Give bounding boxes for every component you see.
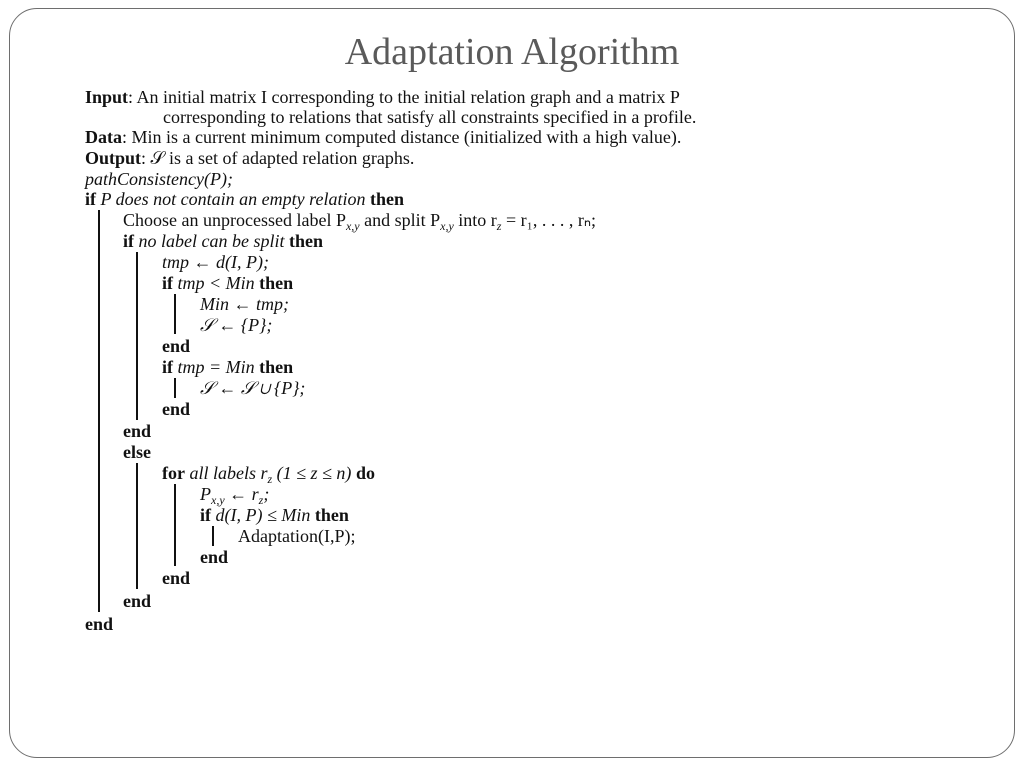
end-line: end (123, 591, 152, 611)
keyword-then: then (259, 273, 294, 293)
output-label: Output (85, 148, 142, 168)
if-distance-line: if d(I, P) ≤ Min then (200, 505, 349, 526)
keyword-if: if (200, 505, 211, 525)
var-text: ; (263, 484, 270, 504)
condition-text: (1 ≤ z ≤ n) (272, 463, 352, 483)
indent-bar (136, 463, 138, 589)
end-line: end (162, 336, 191, 356)
subscript: x,y (211, 493, 225, 507)
input-line-2: corresponding to relations that satisfy … (163, 107, 697, 127)
slide-title: Adaptation Algorithm (344, 31, 680, 73)
adaptation-call-line: Adaptation(I,P); (238, 526, 356, 546)
keyword-then: then (259, 357, 294, 377)
subscript: z (496, 219, 502, 233)
slide-frame (9, 8, 1015, 758)
output-line: Output: 𝒮 is a set of adapted relation g… (85, 148, 414, 169)
choose-text-mid: and split P (359, 210, 441, 230)
condition-text: d(I, P) ≤ Min (215, 505, 311, 525)
condition-text: tmp < Min (177, 273, 255, 293)
var-text: ← r (224, 484, 259, 504)
s-union-line: 𝒮 ← 𝒮 ∪ {P}; (200, 378, 306, 398)
keyword-do: do (355, 463, 375, 483)
if-no-label-line: if no label can be split then (123, 231, 323, 252)
indent-bar (98, 210, 100, 612)
choose-text: Choose an unprocessed label P (123, 210, 346, 230)
choose-text-end: into r (453, 210, 497, 230)
data-line: Data: Min is a current minimum computed … (85, 127, 681, 148)
end-line: end (162, 568, 191, 588)
choose-label-line: Choose an unprocessed label Px,y and spl… (123, 210, 597, 233)
subscript: z (267, 472, 273, 486)
condition-text: P does not contain an empty relation (100, 189, 366, 209)
condition-text: no label can be split (138, 231, 285, 251)
if-less-line: if tmp < Min then (162, 273, 293, 294)
condition-text: tmp = Min (177, 357, 255, 377)
indent-bar (174, 378, 176, 398)
keyword-for: for (162, 463, 185, 483)
min-assign-line: Min ← tmp; (200, 294, 289, 314)
for-line: for all labels rz (1 ≤ z ≤ n) do (162, 463, 375, 486)
keyword-then: then (314, 505, 349, 525)
tmp-assign-line: tmp ← d(I, P); (162, 252, 269, 272)
input-label: Input (85, 87, 129, 107)
pxy-assign-line: Px,y ← rz; (200, 484, 270, 507)
keyword-then: then (369, 189, 404, 209)
end-line: end (162, 399, 191, 419)
data-label: Data (85, 127, 122, 147)
path-consistency-line: pathConsistency(P); (85, 169, 233, 189)
output-text: : 𝒮 is a set of adapted relation graphs. (141, 148, 415, 168)
if-equal-line: if tmp = Min then (162, 357, 293, 378)
end-line: end (200, 547, 229, 567)
indent-bar (174, 294, 176, 334)
end-line: end (123, 421, 152, 441)
subscript: x,y (345, 219, 360, 233)
keyword-if: if (162, 357, 173, 377)
subscript: z (258, 493, 264, 507)
choose-text-tail: = r₁, . . . , rₙ; (501, 210, 597, 230)
subscript: x,y (440, 219, 454, 233)
s-assign-line: 𝒮 ← {P}; (200, 315, 273, 335)
keyword-if: if (162, 273, 173, 293)
keyword-then: then (288, 231, 323, 251)
var-text: P (200, 484, 211, 504)
keyword-if: if (85, 189, 96, 209)
indent-bar (212, 526, 214, 546)
input-text: : An initial matrix I corresponding to t… (128, 87, 680, 107)
end-line: end (85, 614, 114, 634)
condition-text: all labels r (189, 463, 268, 483)
indent-bar (174, 484, 176, 566)
if-empty-relation-line: if P does not contain an empty relation … (85, 189, 404, 210)
input-line: Input: An initial matrix I corresponding… (85, 87, 680, 108)
data-text: : Min is a current minimum computed dist… (122, 127, 682, 147)
else-line: else (123, 442, 151, 462)
keyword-if: if (123, 231, 134, 251)
indent-bar (136, 252, 138, 420)
